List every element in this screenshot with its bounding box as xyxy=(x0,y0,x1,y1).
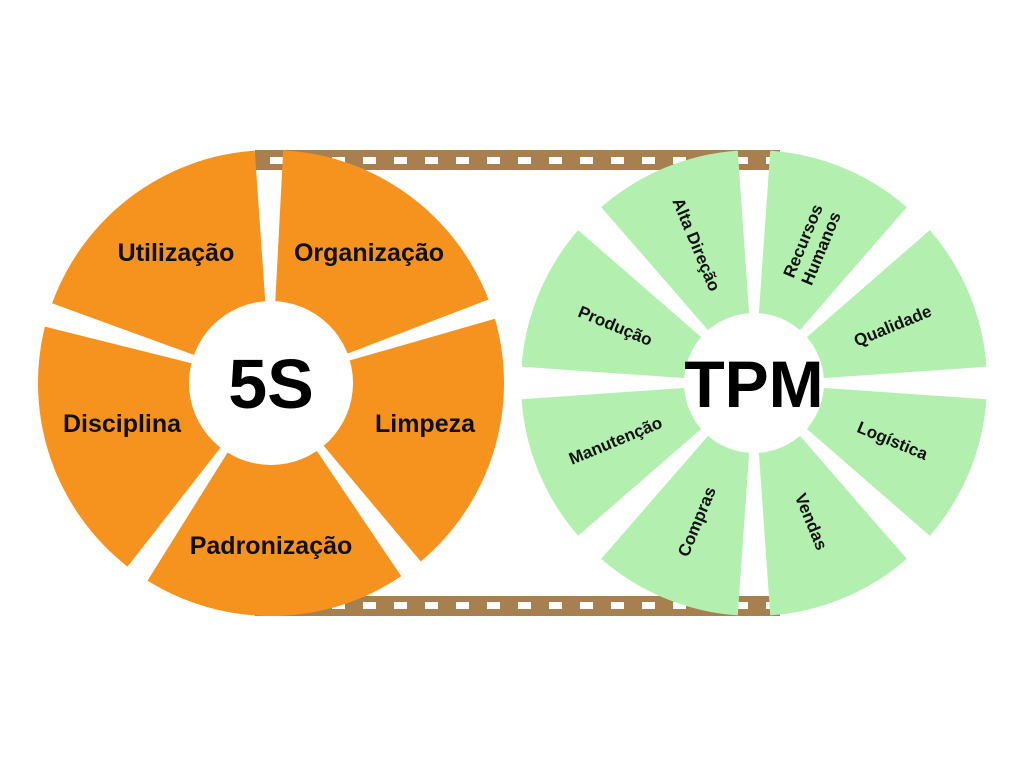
segment-vendas xyxy=(758,429,907,616)
segment-limpeza xyxy=(315,318,504,562)
label-limpeza: Limpeza xyxy=(375,410,476,438)
belt-hole xyxy=(549,602,562,609)
label-padronizacao: Padronização xyxy=(190,532,353,560)
segment-qualidade xyxy=(800,230,987,379)
label-utilizacao: Utilização xyxy=(118,239,235,267)
segment-padronizacao xyxy=(147,441,402,617)
segment-manutencao xyxy=(521,387,708,536)
belt-hole xyxy=(363,157,376,164)
belt-hole xyxy=(611,602,624,609)
belt-hole xyxy=(363,602,376,609)
belt-hole xyxy=(425,157,438,164)
belt-top xyxy=(255,150,780,170)
belt-hole xyxy=(735,157,748,164)
segment-utilizacao xyxy=(52,150,267,360)
5s-wheel: Utilização OrganizaçãoLimpezaPadronização… xyxy=(38,150,504,617)
belt-hole xyxy=(456,602,469,609)
segment-organizacao xyxy=(274,150,489,358)
tpm-title: TPM xyxy=(684,347,823,421)
belt-hole xyxy=(642,157,655,164)
belt-hole xyxy=(487,602,500,609)
belt-hole xyxy=(394,602,407,609)
belt-hole xyxy=(456,157,469,164)
belt-hole xyxy=(270,157,283,164)
belt-hole xyxy=(642,602,655,609)
belt-hole xyxy=(394,157,407,164)
belt-hole xyxy=(580,157,593,164)
belt-hole xyxy=(487,157,500,164)
belt-hole xyxy=(611,157,624,164)
label-disciplina: Disciplina xyxy=(63,410,182,438)
belt-hole xyxy=(735,602,748,609)
segment-logistica xyxy=(800,387,987,536)
label-organizacao: Organização xyxy=(294,239,444,267)
5s-title: 5S xyxy=(228,345,314,423)
belt-hole xyxy=(425,602,438,609)
belt-hole xyxy=(580,602,593,609)
belt-hole xyxy=(549,157,562,164)
segment-disciplina xyxy=(38,326,228,567)
5s-segments: Utilização OrganizaçãoLimpezaPadronização… xyxy=(38,150,504,617)
belt-hole xyxy=(518,602,531,609)
segment-alta-direcao xyxy=(601,150,750,337)
belt-hole xyxy=(673,602,686,609)
tpm-hub xyxy=(684,313,824,453)
segment-producao xyxy=(521,230,708,379)
segment-compras xyxy=(601,429,750,616)
belt-hole xyxy=(518,157,531,164)
belt-hole xyxy=(673,157,686,164)
5s-hub xyxy=(189,301,353,465)
belt-bottom xyxy=(255,596,780,616)
segment-recursos-humanos xyxy=(758,150,907,337)
